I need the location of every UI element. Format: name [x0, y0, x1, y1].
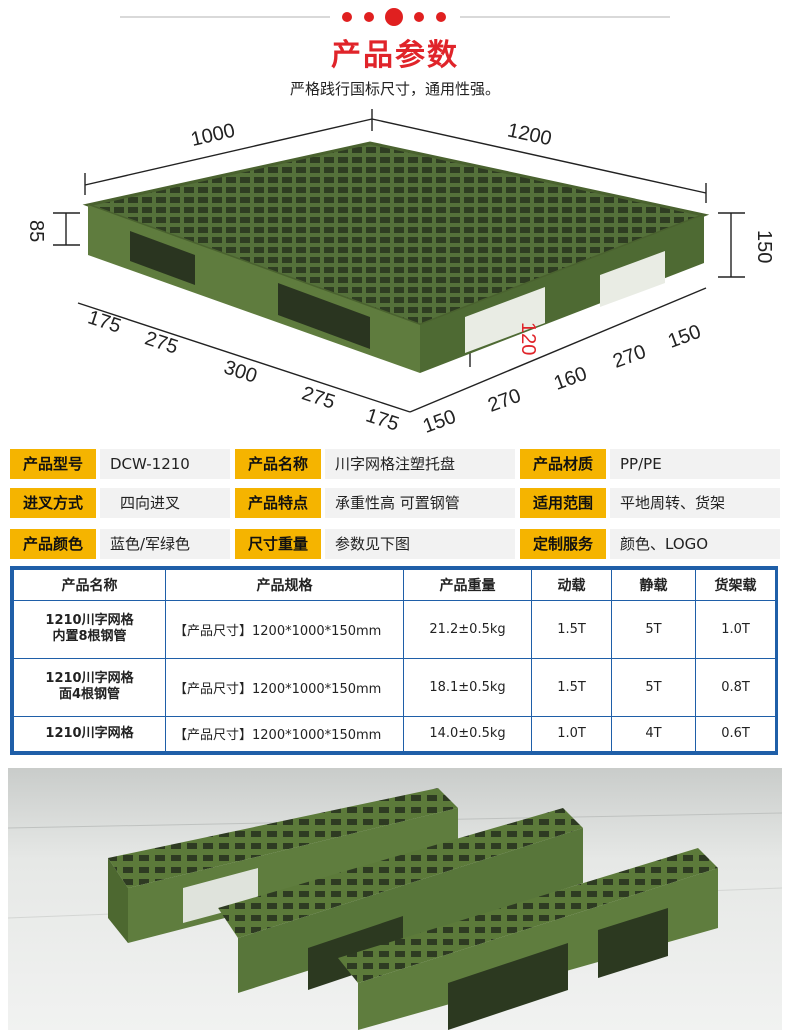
- front-segment-label: 175: [85, 307, 124, 338]
- spec-value: DCW-1210: [100, 449, 230, 479]
- table-header: 货架载: [695, 569, 776, 601]
- pallet-photo: [8, 768, 782, 1030]
- spec-label: 尺寸重量: [235, 529, 321, 559]
- dynamic-load-cell: 1.5T: [531, 600, 612, 659]
- page-subtitle: 严格践行国标尺寸，通用性强。: [289, 80, 500, 98]
- spec-label: 产品特点: [235, 488, 321, 518]
- fork-height-label: 120: [517, 322, 539, 355]
- spec-value: 承重性高 可置钢管: [325, 488, 515, 518]
- side-segment-label: 150: [420, 406, 459, 438]
- static-load-cell: 5T: [611, 600, 696, 659]
- table-header: 产品名称: [13, 569, 166, 601]
- product-weight-cell: 14.0±0.5kg: [403, 715, 532, 753]
- page-title: 产品参数: [331, 38, 459, 73]
- side-segment-label: 270: [485, 385, 524, 417]
- table-row: 1210川字网格面4根钢管 【产品尺寸】1200*1000*150mm 18.1…: [13, 657, 776, 717]
- rack-load-cell: 1.0T: [695, 600, 776, 659]
- product-name-line: 面4根钢管: [58, 687, 121, 703]
- spec-label: 进叉方式: [10, 488, 96, 518]
- product-spec-cell: 【产品尺寸】1200*1000*150mm: [165, 657, 404, 717]
- side-segment-label: 150: [665, 321, 704, 353]
- spec-value: 颜色、LOGO: [610, 529, 780, 559]
- table-header-row: 产品名称 产品规格 产品重量 动载 静载 货架载: [13, 569, 776, 601]
- left-height-label: 85: [25, 220, 47, 242]
- rack-load-cell: 0.6T: [695, 715, 776, 753]
- front-segment-label: 275: [142, 328, 181, 359]
- spec-label: 定制服务: [520, 529, 606, 559]
- header-dot-large: [385, 8, 403, 26]
- header-rule-right: [460, 16, 670, 18]
- spec-label: 产品型号: [10, 449, 96, 479]
- product-name-line: 1210川字网格: [45, 725, 134, 741]
- spec-value: 平地周转、货架: [610, 488, 780, 518]
- spec-value: 四向进叉: [100, 488, 230, 518]
- front-segment-label: 275: [299, 383, 338, 414]
- spec-value: 川字网格注塑托盘: [325, 449, 515, 479]
- spec-value: PP/PE: [610, 449, 780, 479]
- spec-label: 适用范围: [520, 488, 606, 518]
- spec-row: 进叉方式 四向进叉 产品特点 承重性高 可置钢管 适用范围 平地周转、货架: [10, 488, 780, 518]
- product-name-cell: 1210川字网格: [13, 715, 166, 753]
- table-header: 产品重量: [403, 569, 532, 601]
- side-segment-label: 270: [610, 341, 649, 373]
- product-table-grid: 产品名称 产品规格 产品重量 动载 静载 货架载 1210川字网格内置8根钢管 …: [13, 569, 776, 753]
- side-segment-label: 160: [551, 363, 590, 395]
- table-row: 1210川字网格内置8根钢管 【产品尺寸】1200*1000*150mm 21.…: [13, 600, 776, 659]
- spec-value: 蓝色/军绿色: [100, 529, 230, 559]
- dynamic-load-cell: 1.5T: [531, 657, 612, 717]
- front-segment-label: 175: [363, 405, 402, 436]
- header-dot: [364, 12, 374, 22]
- header-rule-left: [120, 16, 330, 18]
- width-label: 1000: [189, 120, 237, 151]
- length-label: 1200: [505, 119, 553, 150]
- table-row: 1210川字网格 【产品尺寸】1200*1000*150mm 14.0±0.5k…: [13, 715, 776, 753]
- product-name-line: 1210川字网格: [45, 671, 134, 687]
- dynamic-load-cell: 1.0T: [531, 715, 612, 753]
- spec-label: 产品名称: [235, 449, 321, 479]
- table-header: 动载: [531, 569, 612, 601]
- product-spec-cell: 【产品尺寸】1200*1000*150mm: [165, 715, 404, 753]
- product-table: 产品名称 产品规格 产品重量 动载 静载 货架载 1210川字网格内置8根钢管 …: [10, 566, 778, 755]
- static-load-cell: 5T: [611, 657, 696, 717]
- spec-row: 产品颜色 蓝色/军绿色 尺寸重量 参数见下图 定制服务 颜色、LOGO: [10, 529, 780, 559]
- header-dot: [342, 12, 352, 22]
- product-name-cell: 1210川字网格面4根钢管: [13, 657, 166, 717]
- pallet-dimension-diagram: 1000 1200 85 150 120 175 275 300 275 175…: [25, 109, 775, 438]
- product-weight-cell: 18.1±0.5kg: [403, 657, 532, 717]
- header-dot: [436, 12, 446, 22]
- spec-label: 产品颜色: [10, 529, 96, 559]
- spec-row: 产品型号 DCW-1210 产品名称 川字网格注塑托盘 产品材质 PP/PE: [10, 449, 780, 479]
- table-header: 产品规格: [165, 569, 404, 601]
- product-weight-cell: 21.2±0.5kg: [403, 600, 532, 659]
- static-load-cell: 4T: [611, 715, 696, 753]
- spec-label: 产品材质: [520, 449, 606, 479]
- header-dot: [414, 12, 424, 22]
- product-name-cell: 1210川字网格内置8根钢管: [13, 600, 166, 659]
- right-height-label: 150: [753, 230, 775, 263]
- product-spec-cell: 【产品尺寸】1200*1000*150mm: [165, 600, 404, 659]
- spec-value: 参数见下图: [325, 529, 515, 559]
- table-header: 静载: [611, 569, 696, 601]
- rack-load-cell: 0.8T: [695, 657, 776, 717]
- product-name-line: 1210川字网格: [45, 613, 134, 629]
- product-name-line: 内置8根钢管: [52, 629, 127, 645]
